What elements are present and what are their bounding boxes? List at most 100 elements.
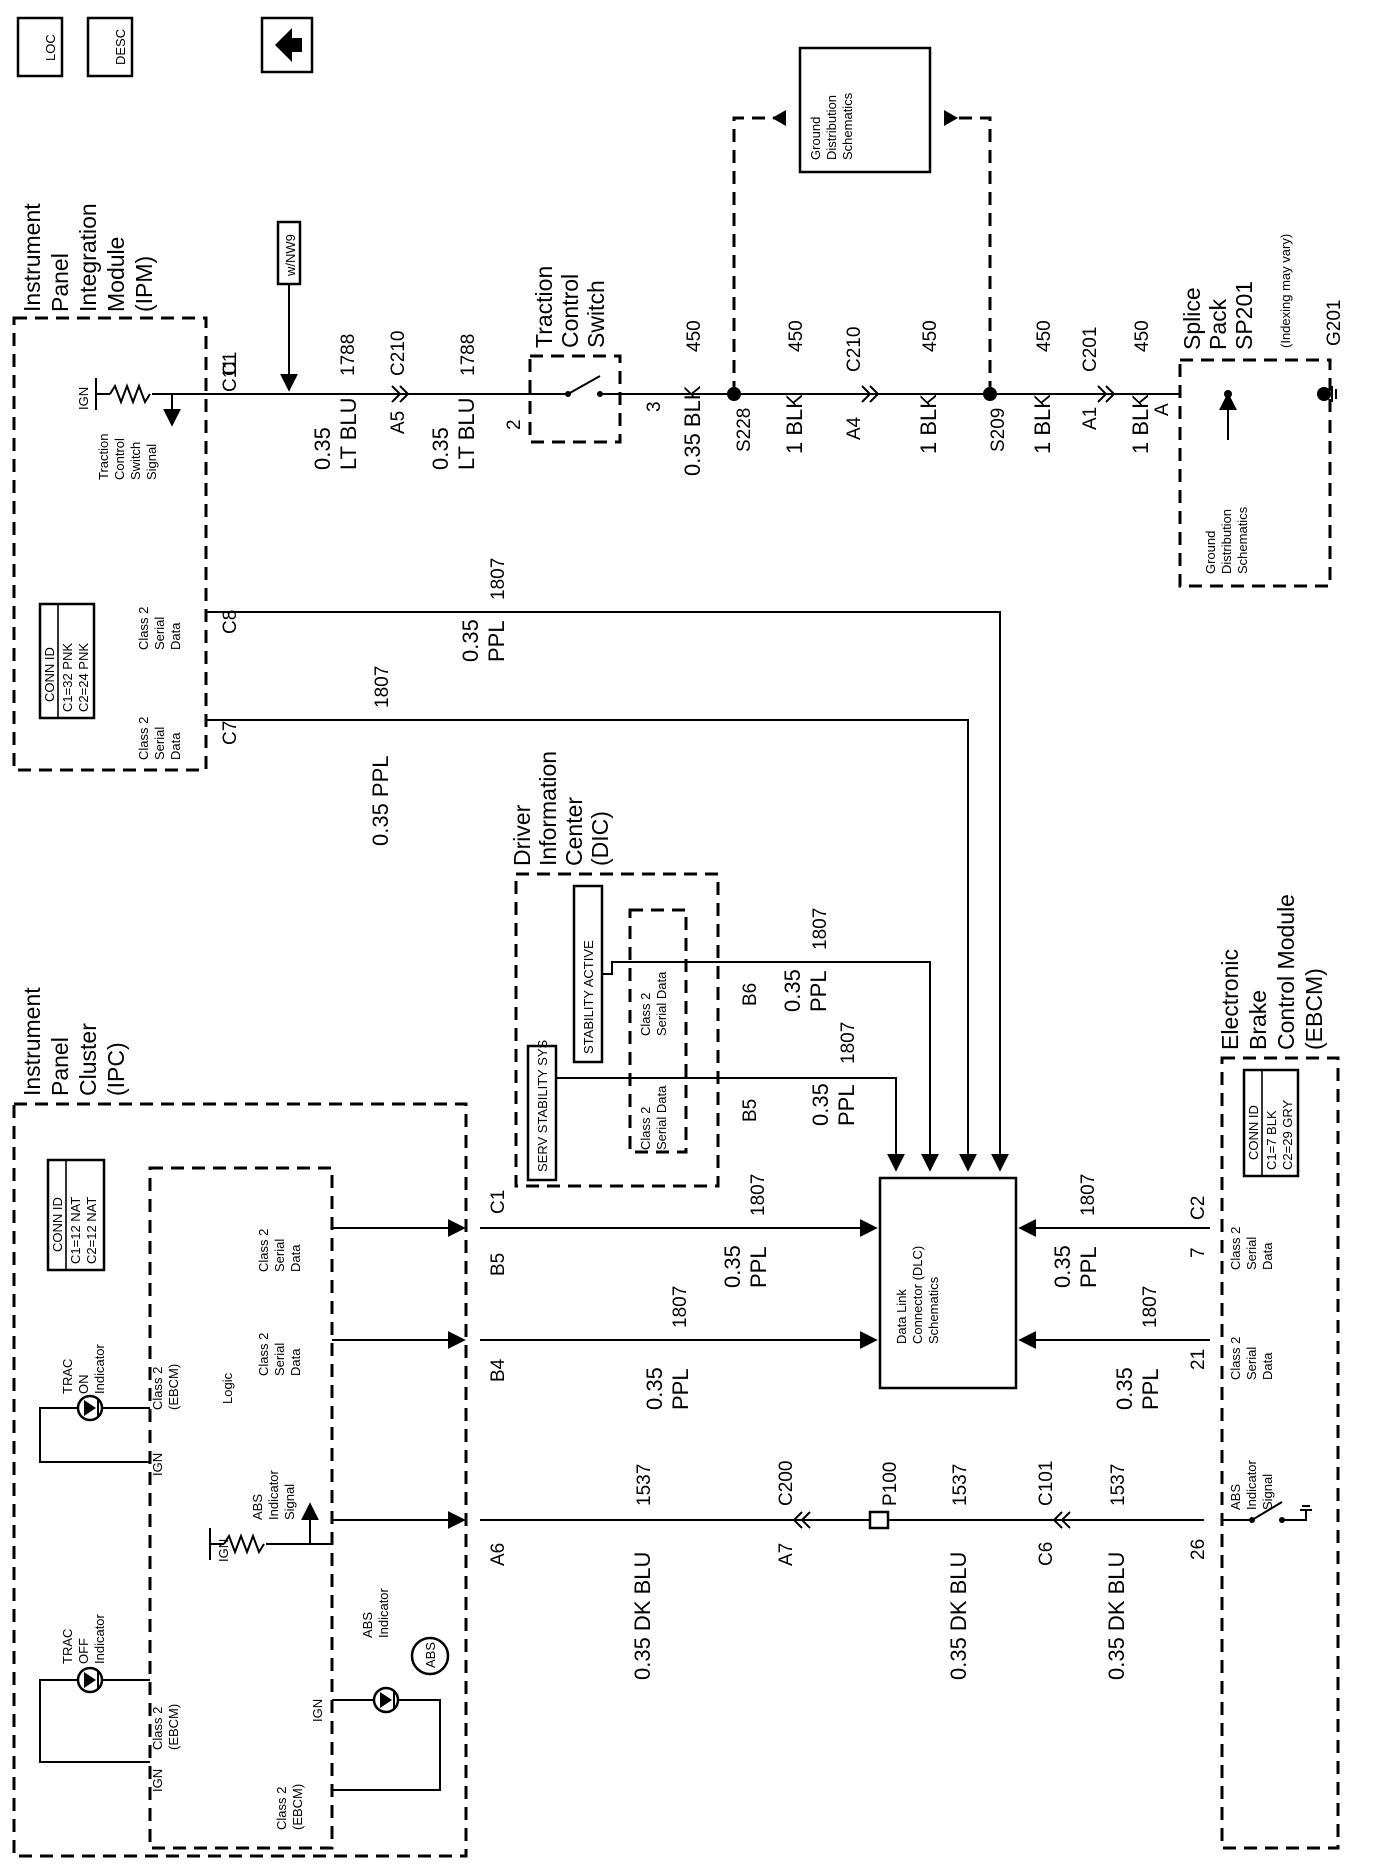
svg-text:ABS: ABS <box>423 1642 438 1668</box>
svg-text:IGN: IGN <box>216 1539 231 1562</box>
svg-text:Brake: Brake <box>1245 990 1271 1050</box>
svg-text:450: 450 <box>1034 320 1055 352</box>
svg-text:ABS: ABS <box>1228 1484 1243 1510</box>
svg-text:Serial Data: Serial Data <box>654 971 669 1036</box>
svg-text:Switch: Switch <box>128 442 143 480</box>
svg-text:Control: Control <box>112 438 127 480</box>
dlc-schematics-box[interactable]: Data Link Connector (DLC) Schematics <box>878 1176 1018 1390</box>
tcs-title: Traction Control Switch <box>531 266 609 348</box>
ebcm-class2-b: Class 2 Serial Data <box>1228 1337 1275 1380</box>
svg-text:Class 2: Class 2 <box>638 993 653 1036</box>
svg-text:ABS: ABS <box>360 1612 375 1638</box>
svg-text:Ground: Ground <box>808 117 823 160</box>
svg-text:A4: A4 <box>844 416 865 440</box>
svg-text:Driver: Driver <box>509 804 535 866</box>
svg-text:1807: 1807 <box>1078 1174 1099 1216</box>
desc-icon[interactable] <box>86 16 134 78</box>
wire-1788: w/NW9 0.35 LT BLU 1788 C210 A5 0.35 LT B… <box>206 220 540 470</box>
svg-text:0.35 BLK: 0.35 BLK <box>680 385 705 476</box>
svg-text:PPL: PPL <box>1138 1368 1163 1410</box>
ebcm-class2-a: Class 2 Serial Data <box>1228 1227 1275 1270</box>
header-icons: LOC DESC <box>16 16 314 78</box>
svg-text:Serial Data: Serial Data <box>654 1085 669 1150</box>
splice-pack-sp201: Splice Pack SP201 (Indexing may vary) G2… <box>1178 234 1345 588</box>
ipc-title: Instrument Panel Cluster (IPC) <box>19 987 129 1096</box>
svg-text:A5: A5 <box>388 411 409 434</box>
ground-distribution-top: Ground Distribution Schematics <box>732 46 992 394</box>
ipc-pin-a6: A6 <box>488 1543 509 1566</box>
ipc-logic-box <box>148 1166 334 1850</box>
svg-text:Class 2: Class 2 <box>136 717 151 760</box>
svg-text:C210: C210 <box>844 327 865 372</box>
ground-distribution-box-top[interactable] <box>798 46 932 174</box>
loc-icon[interactable] <box>16 16 64 78</box>
wire-1807-ipc: 0.35 PPL 1807 0.35 PPL 1807 <box>480 1174 878 1410</box>
svg-text:1807: 1807 <box>810 908 831 950</box>
svg-text:PPL: PPL <box>1076 1246 1101 1288</box>
ipm-ign-label: IGN <box>76 387 91 410</box>
svg-text:Class 2: Class 2 <box>150 1707 165 1750</box>
svg-text:Data: Data <box>168 622 183 650</box>
svg-text:LT BLU: LT BLU <box>454 397 479 470</box>
instrument-panel-cluster: Instrument Panel Cluster (IPC) CONN ID C… <box>12 987 509 1858</box>
svg-text:PPL: PPL <box>834 1084 859 1126</box>
svg-text:0.35: 0.35 <box>1050 1245 1075 1288</box>
ipm-pin-c11: C11 <box>220 359 241 392</box>
svg-text:IGN: IGN <box>150 1453 165 1476</box>
svg-text:C201: C201 <box>1080 327 1101 372</box>
svg-text:Data: Data <box>1260 1242 1275 1270</box>
svg-text:C2=12 NAT: C2=12 NAT <box>84 1197 99 1264</box>
abs-indicator: ABS Indicator ABS IGN Class 2 (EBCM) <box>274 1587 450 1830</box>
svg-text:(EBCM): (EBCM) <box>1301 968 1327 1050</box>
ebcm-abs-signal: ABS Indicator Signal <box>1228 1459 1275 1510</box>
ground-distribution-box-right[interactable]: Ground Distribution Schematics <box>1203 506 1250 574</box>
svg-text:1 BLK: 1 BLK <box>916 394 941 454</box>
svg-text:0.35: 0.35 <box>808 1083 833 1126</box>
ebcm-conn-id: CONN ID C1=7 BLK C2=29 GRY <box>1242 1068 1300 1178</box>
svg-text:450: 450 <box>684 320 705 352</box>
svg-text:Class 2: Class 2 <box>256 1229 271 1272</box>
svg-text:Integration: Integration <box>75 203 101 312</box>
svg-text:Serial: Serial <box>152 617 167 650</box>
svg-text:SP201: SP201 <box>1231 281 1257 350</box>
svg-text:0.35 DK BLU: 0.35 DK BLU <box>630 1552 655 1680</box>
svg-text:1807: 1807 <box>748 1174 769 1216</box>
svg-text:ABS: ABS <box>250 1494 265 1520</box>
svg-text:C101: C101 <box>1036 1461 1057 1506</box>
ipm-tcs-signal-label: Traction Control Switch Signal <box>96 434 159 480</box>
svg-text:Class 2: Class 2 <box>1228 1227 1243 1270</box>
p100-connector <box>868 1510 890 1530</box>
svg-text:26: 26 <box>1188 1539 1209 1560</box>
svg-text:Data: Data <box>1260 1352 1275 1380</box>
svg-text:PPL: PPL <box>484 620 509 662</box>
desc-icon-label: DESC <box>113 29 128 65</box>
svg-text:450: 450 <box>1132 320 1153 352</box>
svg-text:Signal: Signal <box>282 1484 297 1520</box>
svg-text:TRAC: TRAC <box>60 1629 75 1664</box>
svg-text:450: 450 <box>786 320 807 352</box>
svg-text:A1: A1 <box>1080 407 1101 430</box>
svg-text:1788: 1788 <box>338 334 359 376</box>
dic-class2-box <box>628 908 688 1154</box>
ipm-title: Instrument Panel Integration Module (IPM… <box>19 203 157 312</box>
svg-text:Data: Data <box>288 1244 303 1272</box>
svg-text:Cluster: Cluster <box>75 1023 101 1096</box>
abs-badge-icon <box>410 1636 450 1676</box>
svg-text:Module: Module <box>103 237 129 312</box>
svg-text:Serial: Serial <box>152 727 167 760</box>
down-arrow-icon[interactable] <box>260 16 314 74</box>
svg-text:1537: 1537 <box>950 1464 971 1506</box>
svg-text:Signal: Signal <box>144 444 159 480</box>
svg-text:Data Link: Data Link <box>894 1289 909 1344</box>
ipm-dashed-box <box>12 316 208 772</box>
svg-text:1807: 1807 <box>488 558 509 600</box>
svg-text:Distribution: Distribution <box>1219 509 1234 574</box>
wire-450: 0.35 BLK 450 S228 1 BLK 450 A4 C210 1 BL… <box>630 320 1180 476</box>
svg-text:CONN ID: CONN ID <box>50 1197 65 1252</box>
svg-text:C2=29 GRY: C2=29 GRY <box>1280 1099 1295 1170</box>
svg-text:ON: ON <box>76 1375 91 1395</box>
svg-text:Center: Center <box>561 797 587 866</box>
svg-text:PPL: PPL <box>668 1368 693 1410</box>
svg-text:SERV STABILITY SYS: SERV STABILITY SYS <box>535 1039 550 1172</box>
svg-text:Class 2: Class 2 <box>136 607 151 650</box>
